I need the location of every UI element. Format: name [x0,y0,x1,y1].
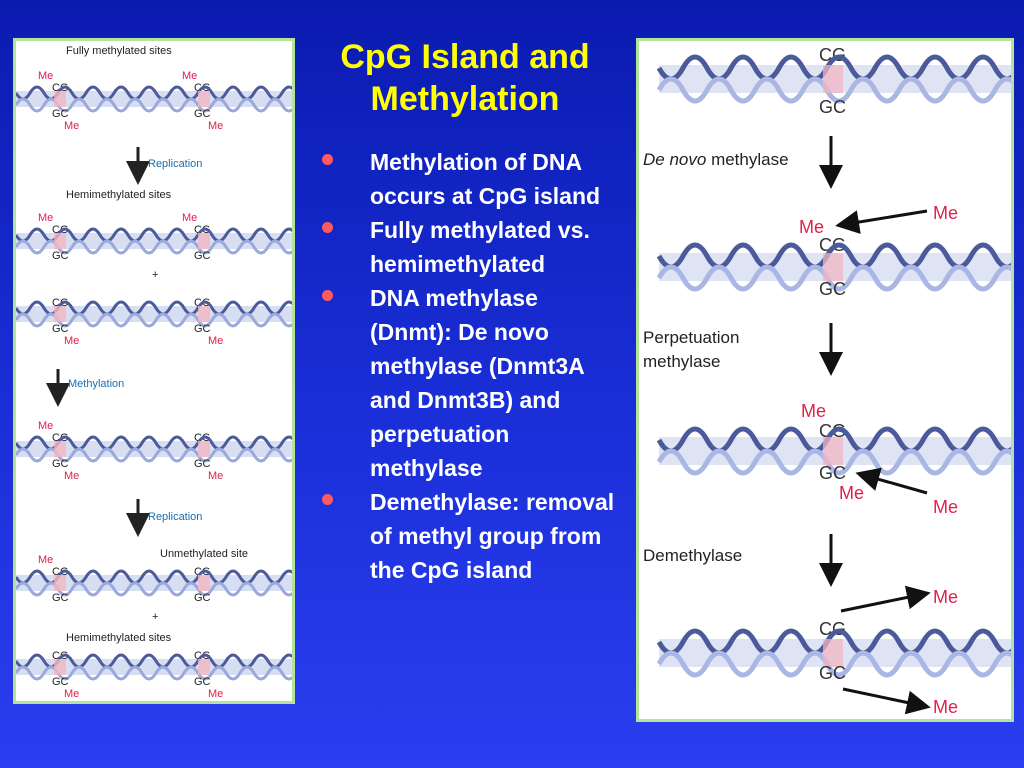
slide-title: CpG Island and Methylation [340,38,590,118]
gc-label: GC [52,592,69,604]
me-label: Me [208,470,223,482]
me-label: Me [208,688,223,700]
bullet-dot-icon [322,222,333,233]
hemimethylated-label: Hemimethylated sites [66,632,172,644]
bullet-item: Fully methylated vs. hemimethylated [318,213,623,281]
arrow-icon [840,585,931,613]
arrow-icon [842,687,931,715]
bullet-item: DNA methylase (Dnmt): De novo methylase … [318,281,623,485]
dna-helix [659,429,1011,473]
bullet-text: Fully methylated vs. hemimethylated [370,217,590,277]
dna-helix [16,569,292,597]
gc-label: GC [194,108,211,120]
gc-label: GC [52,676,69,688]
gc-label: GC [52,458,69,470]
cg-label: CG [819,619,846,639]
gc-label: GC [194,323,211,335]
me-label: Me [182,70,197,82]
dna-helix [659,631,1011,675]
me-label: Me [933,697,958,717]
arrow-icon [855,467,928,495]
dna-helix [659,57,1011,101]
gc-label: GC [819,463,846,483]
bullet-dot-icon [322,154,333,165]
bullet-list: Methylation of DNA occurs at CpG island … [318,145,623,587]
bullet-text: Demethylase: removal of methyl group fro… [370,489,615,583]
gc-label: GC [52,250,69,262]
bullet-item: Methylation of DNA occurs at CpG island [318,145,623,213]
me-label: Me [64,335,79,347]
methylase-figure-panel: CG GC De novo methylase Me Me CG GC Perp… [636,38,1014,722]
bullet-item: Demethylase: removal of methyl group fro… [318,485,623,587]
plus-sign: + [152,611,158,623]
me-label: Me [64,470,79,482]
cg-label: CG [819,45,846,65]
me-label: Me [208,335,223,347]
arrow-icon [835,209,928,234]
replication-label: Replication [148,511,202,523]
dna-helix [16,435,292,463]
de-novo-methylase-label: De novo methylase [643,150,789,169]
bullet-text: DNA methylase (Dnmt): De novo methylase … [370,285,584,481]
methylation-label: Methylation [68,378,124,390]
me-label: Me [933,203,958,223]
me-label: Me [933,587,958,607]
me-label: Me [182,212,197,224]
me-label: Me [208,120,223,132]
perpetuation-methylase-label: Perpetuation [643,328,739,347]
unmethylated-label: Unmethylated site [160,548,248,560]
me-label: Me [38,554,53,566]
gc-label: GC [819,97,846,117]
bullet-dot-icon [322,290,333,301]
dna-helix [659,245,1011,289]
replication-figure-panel: Fully methylated sites Me Me CG CG GC GC… [13,38,295,704]
gc-label: GC [194,592,211,604]
methylase-diagram: CG GC De novo methylase Me Me CG GC Perp… [643,45,1011,717]
replication-label: Replication [148,158,202,170]
gc-label: GC [819,663,846,683]
plus-sign: + [152,269,158,281]
me-label: Me [64,120,79,132]
gc-label: GC [52,108,69,120]
gc-label: GC [194,250,211,262]
bullet-text: Methylation of DNA occurs at CpG island [370,149,601,209]
me-label: Me [64,688,79,700]
replication-diagram: Fully methylated sites Me Me CG CG GC GC… [16,45,292,700]
me-label: Me [38,70,53,82]
dna-helix [16,300,292,328]
gc-label: GC [194,458,211,470]
demethylase-label: Demethylase [643,546,742,565]
me-label: Me [38,212,53,224]
dna-helix [16,653,292,681]
fully-methylated-label: Fully methylated sites [66,45,172,57]
me-label: Me [799,217,824,237]
me-label: Me [933,497,958,517]
me-label: Me [839,483,864,503]
dna-helix [16,85,292,113]
gc-label: GC [819,279,846,299]
me-label: Me [38,420,53,432]
hemimethylated-label: Hemimethylated sites [66,189,172,201]
bullet-dot-icon [322,494,333,505]
me-label: Me [801,401,826,421]
perpetuation-methylase-label-line2: methylase [643,352,720,371]
gc-label: GC [52,323,69,335]
dna-helix [16,227,292,255]
gc-label: GC [194,676,211,688]
